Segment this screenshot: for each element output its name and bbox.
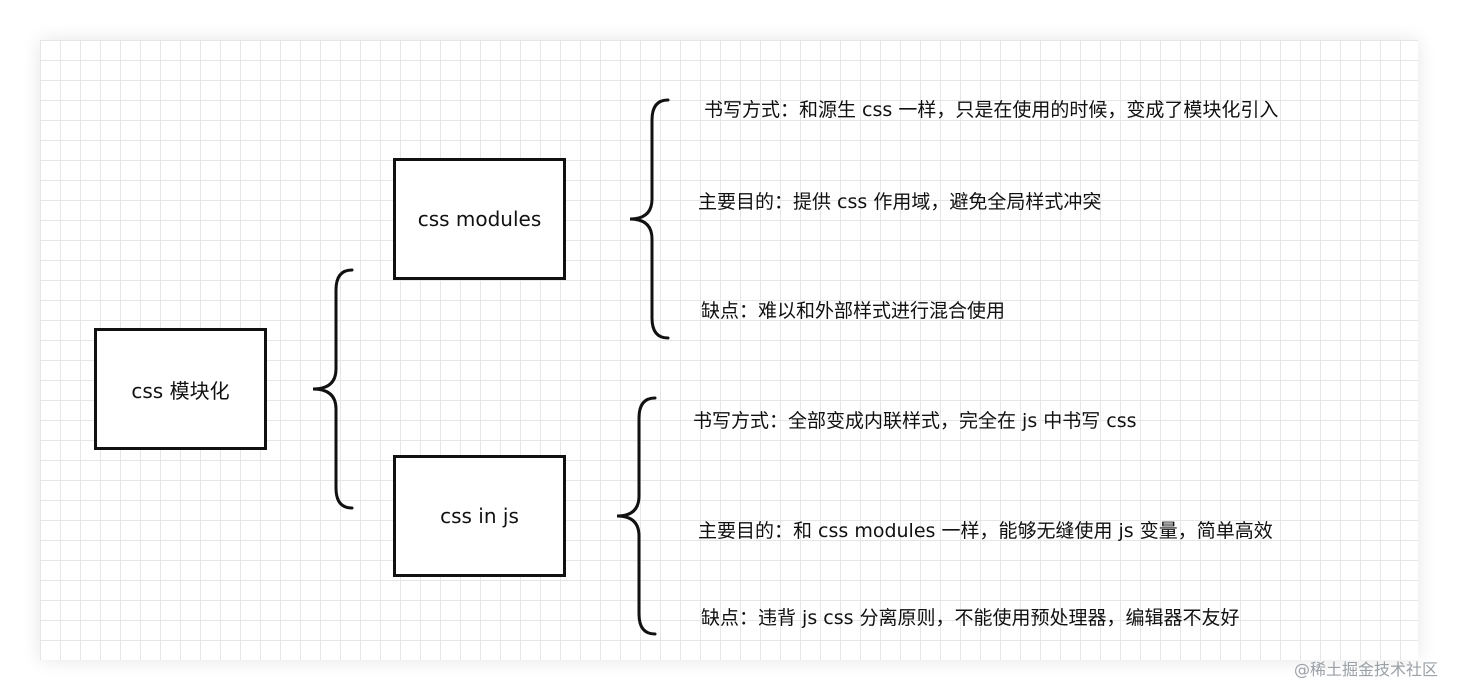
- css-in-js-purpose-note: 主要目的：和 css modules 一样，能够无缝使用 js 变量，简单高效: [698, 520, 1273, 542]
- root-node-label: css 模块化: [131, 378, 230, 403]
- css-in-js-writing-note: 书写方式：全部变成内联样式，完全在 js 中书写 css: [693, 410, 1137, 432]
- css-modules-drawback-note: 缺点：难以和外部样式进行混合使用: [701, 300, 1006, 322]
- grid-canvas: [40, 40, 1418, 660]
- css-modules-purpose-note: 主要目的：提供 css 作用域，避免全局样式冲突: [698, 191, 1102, 213]
- css-modules-node: css modules: [393, 158, 566, 280]
- css-modules-node-label: css modules: [417, 207, 542, 231]
- root-node: css 模块化: [94, 328, 267, 450]
- css-modules-writing-note: 书写方式：和源生 css 一样，只是在使用的时候，变成了模块化引入: [704, 99, 1279, 121]
- watermark: @稀土掘金技术社区: [1293, 660, 1438, 679]
- css-in-js-node: css in js: [393, 455, 566, 577]
- css-in-js-node-label: css in js: [440, 504, 519, 528]
- css-in-js-drawback-note: 缺点：违背 js css 分离原则，不能使用预处理器，编辑器不友好: [701, 607, 1240, 629]
